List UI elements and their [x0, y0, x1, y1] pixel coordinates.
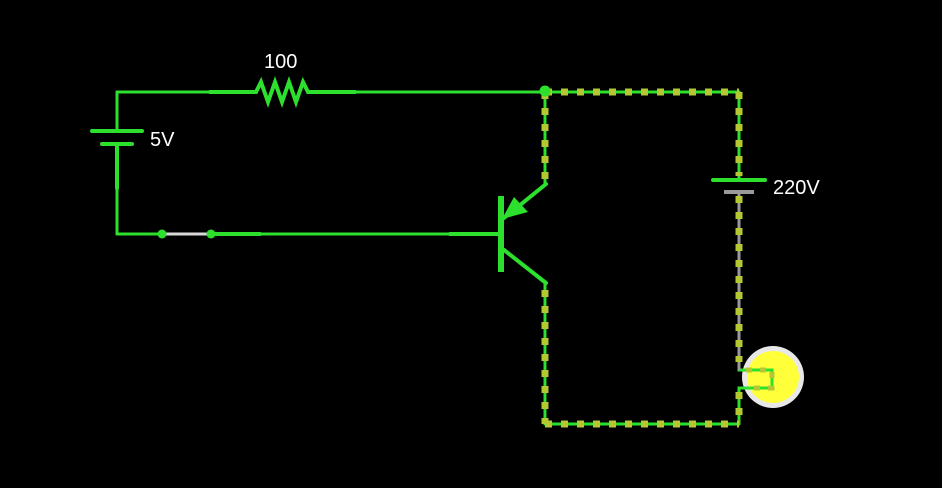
lamp-icon[interactable] — [737, 346, 804, 408]
transistor-emitter-arrow — [502, 197, 528, 219]
resistor-icon[interactable] — [254, 75, 310, 109]
source-battery-label: 5V — [150, 129, 175, 151]
load-circuit: 220V — [539, 85, 820, 428]
lamp-current-dots — [746, 367, 775, 391]
resistor-value-label: 100 — [264, 51, 297, 73]
npn-transistor-icon[interactable] — [498, 182, 548, 285]
control-circuit: 100 5V — [90, 51, 547, 239]
switch-contact-left — [157, 229, 167, 239]
transistor-collector-leg — [502, 248, 548, 285]
battery-icon[interactable] — [711, 178, 767, 194]
load-battery-label: 220V — [773, 177, 820, 199]
junction-node[interactable] — [539, 85, 551, 97]
switch-icon[interactable] — [157, 229, 216, 239]
